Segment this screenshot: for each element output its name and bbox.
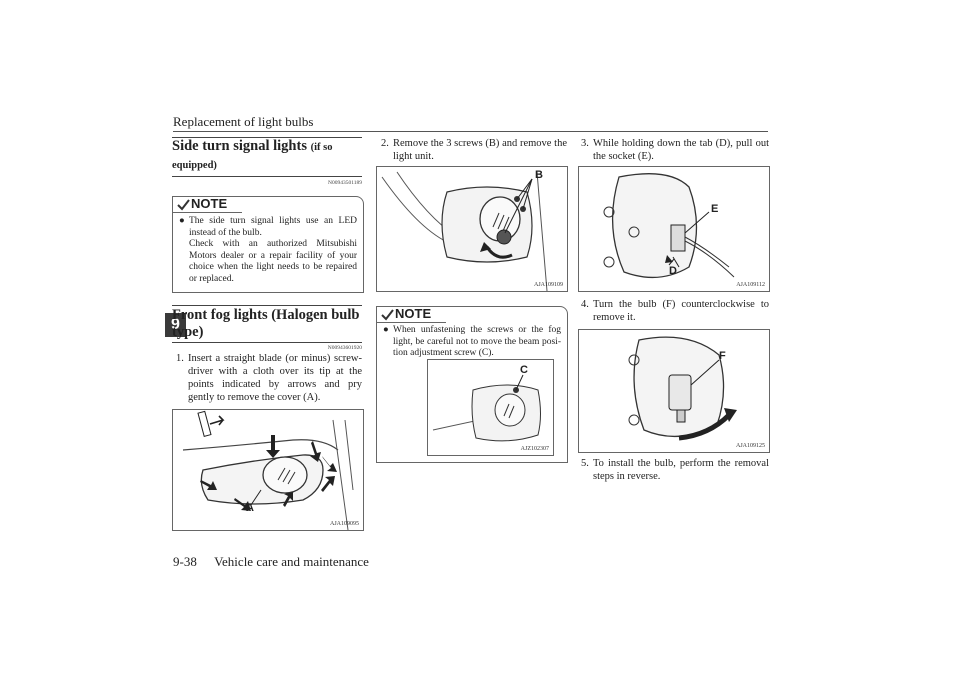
step-2-number: 2. [381,138,389,149]
chapter-tab[interactable]: 9 [165,313,186,337]
fig4-label-e: E [711,203,719,215]
note-1-bullet: ● [179,216,185,226]
note-icon [177,199,190,211]
heading-side-turn-signal-small: (if so equipped) [172,142,333,171]
left-column: Side turn signal lights (if so equipped) [172,138,362,176]
fig3-code: AJZ102307 [520,446,549,452]
page-number: 9-38 [173,554,197,569]
step-4-number: 4. [581,299,589,310]
step-2-text: Remove the 3 screws (B) and remove the l… [393,138,567,162]
note-1-line-2: Check with an authorized Mitsubishi Moto… [189,239,357,284]
fig3-label-c: C [520,364,528,376]
doc-code-2: N00943601920 [327,345,362,351]
figure-beam-adjust-screw: C AJZ102307 [427,359,554,456]
fig2-label-b: B [535,169,543,181]
fig1-code: AJA109095 [329,521,359,527]
step-3: 3. While holding down the tab (D), pull … [581,137,769,163]
socket-removal-illustration [603,173,735,279]
figure-fog-cover: A AJA109095 [172,409,364,531]
page-footer: 9-38 Vehicle care and maintenance [173,554,369,570]
fig2-code: AJA109109 [533,282,563,288]
heading-front-fog-lights: Front fog lights (Halogen bulb type) [172,307,360,340]
header-rule [173,131,768,132]
note-box-2: NOTE ● When unfastening the screws or th… [376,306,568,463]
fig1-label-a: A [246,502,254,514]
page-header-title: Replacement of light bulbs [173,114,314,129]
heading1-bottom-rule [172,176,362,177]
step-1: 1. Insert a straight blade (or minus) sc… [176,352,362,404]
note-1-line-1: The side turn signal lights use an LED i… [189,216,357,238]
note-label-2: NOTE [395,306,432,321]
step-2: 2. Remove the 3 screws (B) and remove th… [381,137,567,163]
fig4-label-d: D [669,265,677,277]
heading2-top-rule [172,305,362,306]
note-2-text: ● When unfastening the screws or the fog… [383,325,561,360]
step-5-text: To install the bulb, perform the removal… [593,458,769,482]
fig4-code: AJA109112 [736,282,765,288]
heading-side-turn-signal: Side turn signal lights (if so equipped) [172,138,362,176]
section-title: Vehicle care and maintenance [214,554,369,569]
note-box-1: NOTE ● The side turn signal lights use a… [172,196,364,293]
step-4: 4. Turn the bulb (F) counterclockwise to… [581,298,769,324]
figure-bulb-removal: F AJA109125 [578,329,770,453]
heading2-bottom-rule [172,342,362,343]
figure-socket-removal: E D AJA109112 [578,166,770,292]
note-label-1: NOTE [191,196,228,211]
note-head-1 [172,196,242,213]
doc-code-1: N00943501189 [327,180,362,186]
note-icon [381,309,394,321]
step-3-text: While holding down the tab (D), pull out… [593,138,769,162]
figure-light-unit-screws: B AJA109109 [376,166,568,292]
light-unit-illustration [381,171,548,291]
note-2-line: When unfastening the screws or the fog l… [393,325,561,358]
beam-adjust-illustration [432,374,541,442]
fog-cover-illustration [182,410,354,530]
bulb-removal-illustration [628,336,737,441]
heading1-top-rule [172,137,362,138]
step-3-number: 3. [581,138,589,149]
note-1-text: ● The side turn signal lights use an LED… [179,216,357,285]
fig5-label-f: F [719,350,726,362]
step-4-text: Turn the bulb (F) counterclockwise to re… [593,299,769,323]
heading-side-turn-signal-main: Side turn signal lights [172,138,307,154]
note-2-bullet: ● [383,325,389,335]
fig5-code: AJA109125 [735,443,765,449]
step-1-number: 1. [176,353,184,364]
note-head-2 [376,306,446,323]
step-5: 5. To install the bulb, perform the remo… [581,457,769,483]
step-5-number: 5. [581,458,589,469]
step-1-text: Insert a straight blade (or minus) screw… [188,353,362,403]
